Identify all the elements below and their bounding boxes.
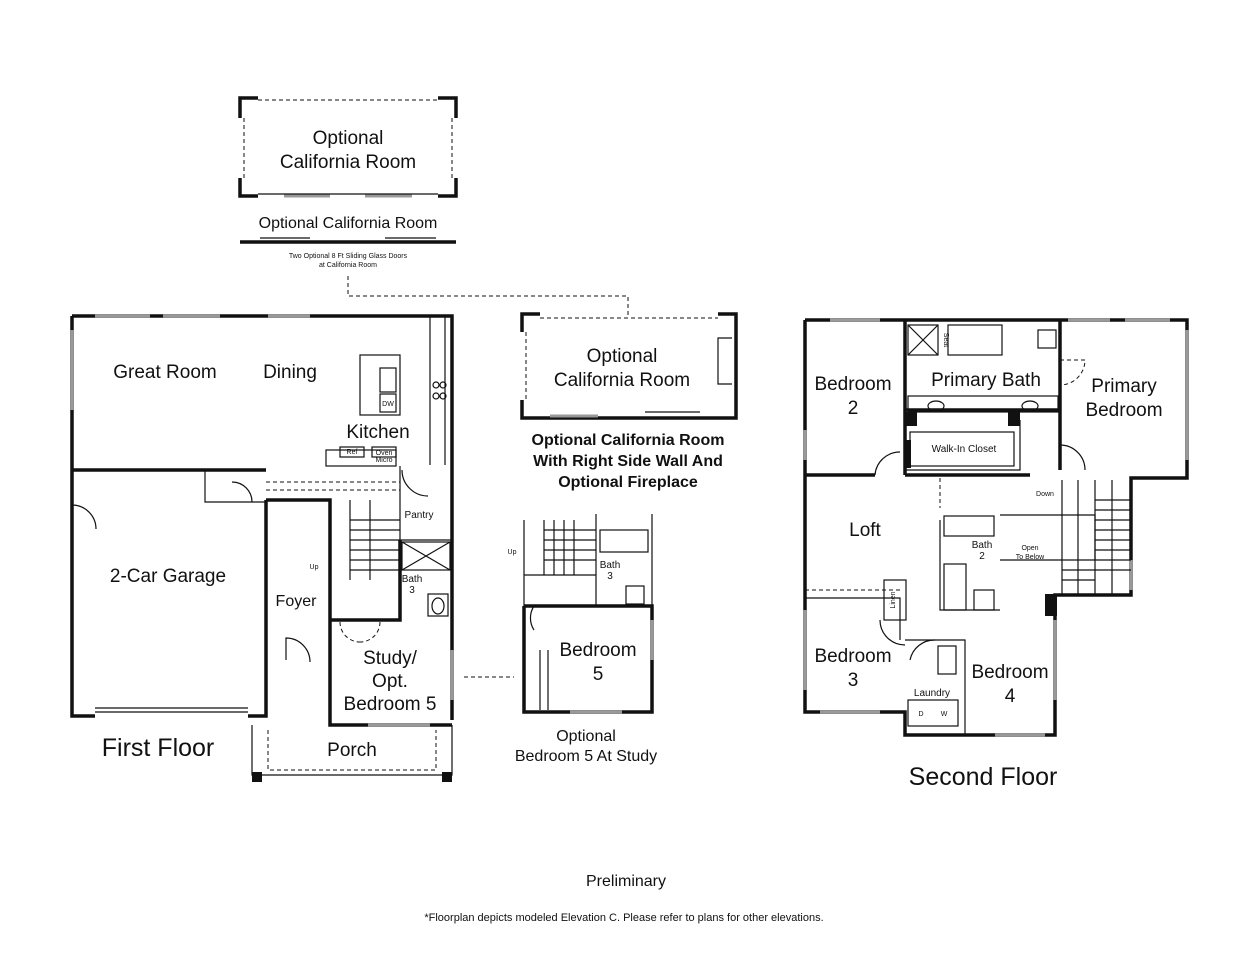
great-room-label: Great Room (113, 362, 216, 383)
disclaimer-text: *Floorplan depicts modeled Elevation C. … (424, 912, 823, 924)
first-floor-plan: Great Room Dining Kitchen 2-Car Garage F… (70, 314, 454, 782)
first-floor-title: First Floor (102, 734, 215, 762)
dw-label: DW (382, 401, 394, 408)
top-california-room-title: Optional California Room (259, 215, 438, 232)
washer-label: W (941, 711, 948, 718)
ref-label: Ref (347, 449, 358, 456)
porch-label: Porch (327, 740, 377, 761)
loft-label: Loft (849, 520, 881, 541)
down-label: Down (1036, 491, 1054, 498)
linen-label: Linen (890, 591, 897, 608)
bed5-up-label: Up (508, 549, 517, 556)
seat-label: Seat (942, 333, 949, 347)
preliminary-label: Preliminary (586, 873, 666, 890)
foyer-label: Foyer (276, 593, 318, 610)
laundry-label: Laundry (914, 688, 950, 699)
stair-up-label: Up (310, 564, 319, 571)
kitchen-label: Kitchen (346, 422, 409, 443)
study-label: Study/Opt.Bedroom 5 (344, 648, 437, 715)
garage-label: 2-Car Garage (110, 566, 226, 587)
dryer-label: D (918, 711, 923, 718)
dining-label: Dining (263, 362, 317, 383)
second-floor-title: Second Floor (909, 763, 1058, 791)
pantry-label: Pantry (405, 510, 434, 521)
walkin-closet-label: Walk-In Closet (932, 444, 997, 455)
primary-bath-label: Primary Bath (931, 370, 1041, 391)
